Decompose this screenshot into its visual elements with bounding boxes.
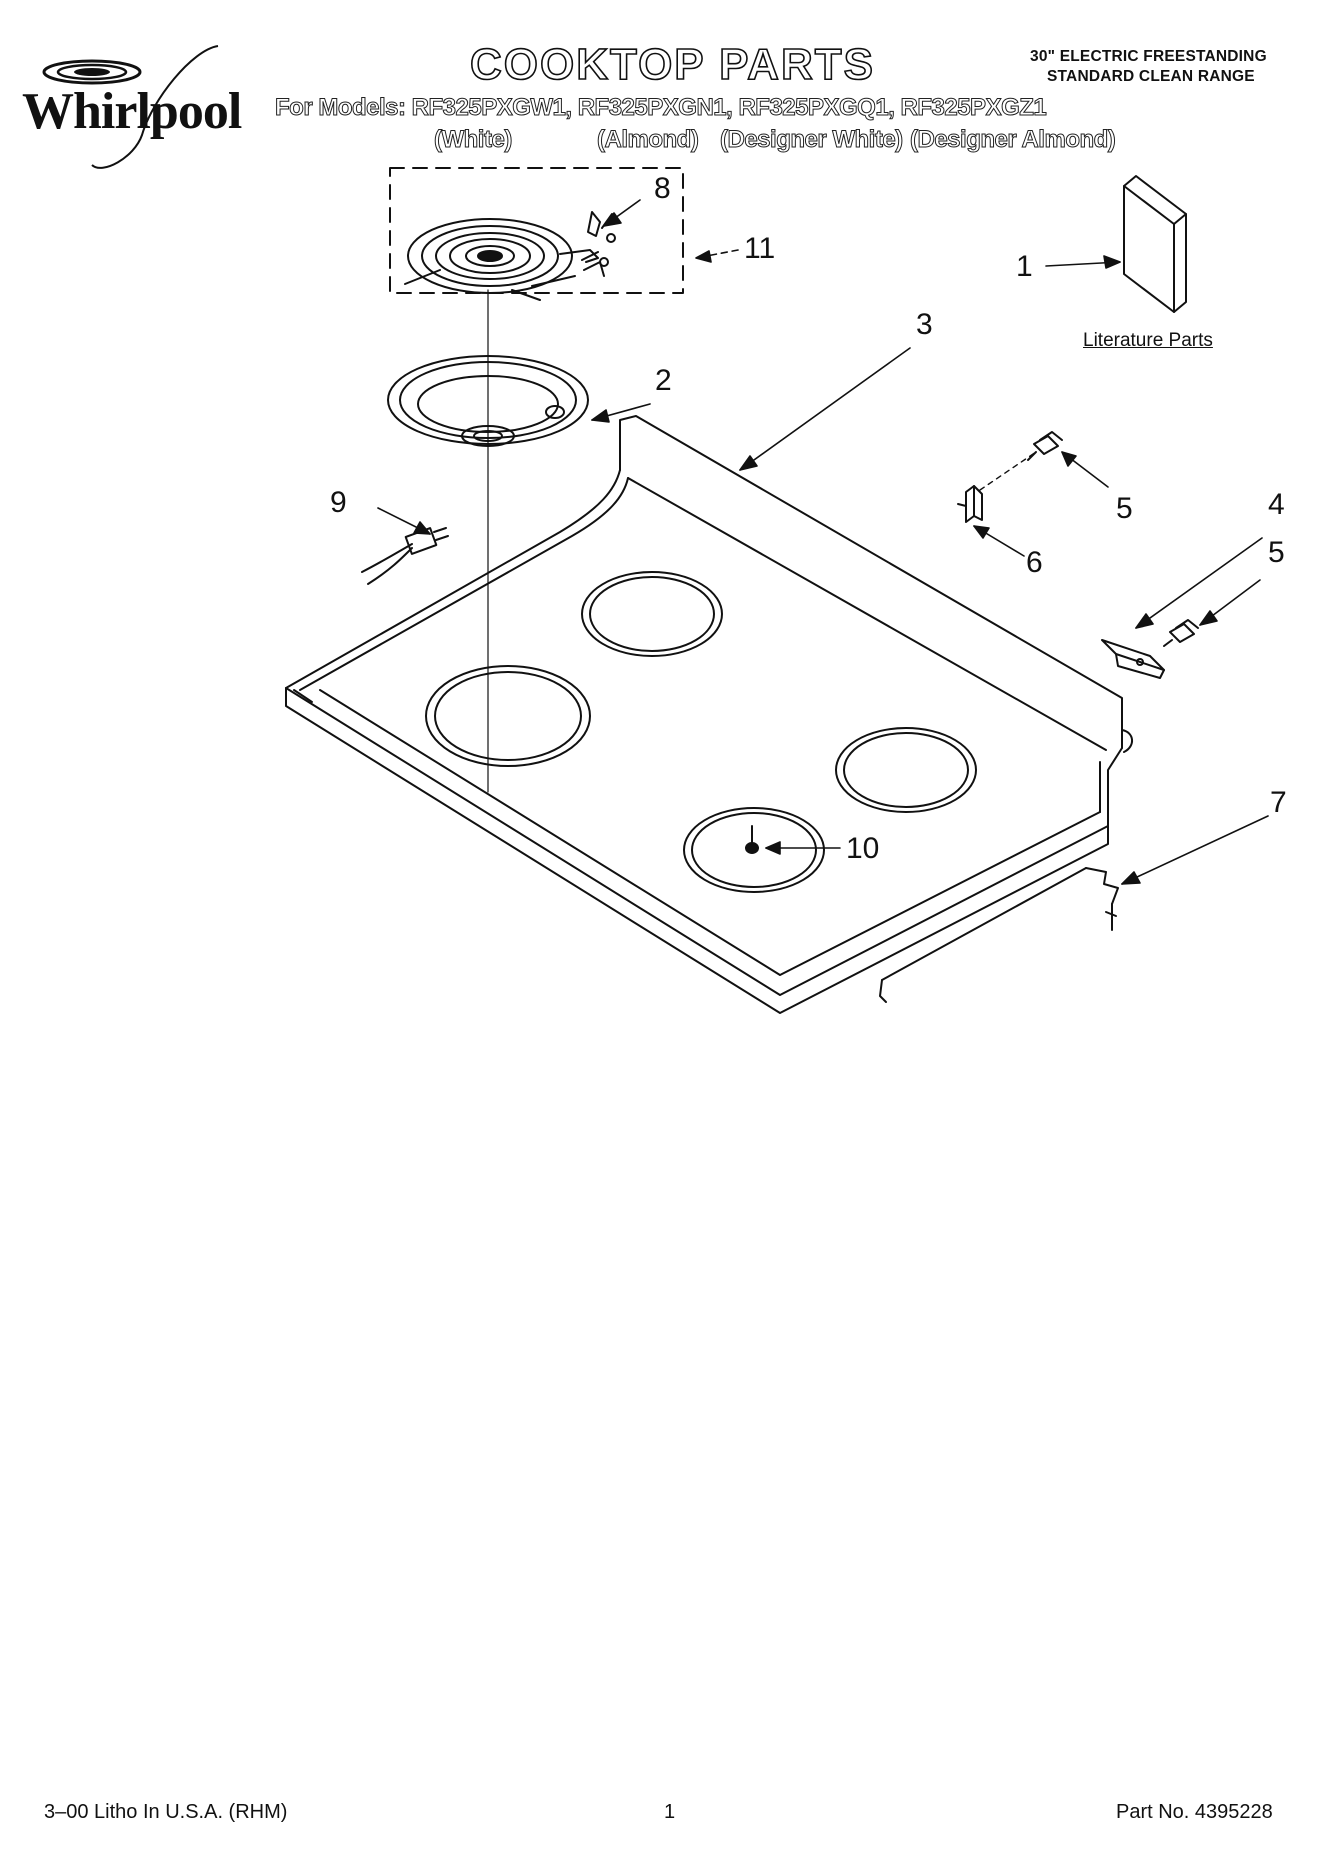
callout-9: 9: [330, 486, 347, 519]
burner-opening-icon: [835, 727, 977, 813]
literature-parts-label: Literature Parts: [1083, 330, 1213, 351]
burner-opening-icon: [683, 807, 825, 893]
callout-3: 3: [916, 308, 933, 341]
litho-note: 3–00 Litho In U.S.A. (RHM): [44, 1801, 288, 1823]
screw-icon: [745, 825, 759, 854]
screw-icon: [1163, 619, 1199, 647]
callout-7: 7: [1270, 786, 1287, 819]
variant-almond: (Almond): [596, 126, 699, 154]
page-number: 1: [664, 1801, 676, 1823]
surface-element-icon: [404, 218, 599, 301]
burner-opening-icon: [581, 571, 723, 657]
rear-strip-icon: [879, 867, 1119, 1003]
terminal-block-icon: [361, 527, 449, 585]
callout-4: 4: [1268, 488, 1285, 521]
literature-parts-icon: [1123, 175, 1187, 313]
variant-designer-almond: (Designer Almond): [909, 126, 1116, 154]
leader-lines: [377, 199, 1269, 885]
brand-name: Whirlpool: [22, 83, 242, 140]
callout-1: 1: [1016, 250, 1033, 283]
whirlpool-logo: Whirlpool: [22, 40, 272, 170]
part-number: Part No. 4395228: [1116, 1801, 1273, 1823]
whirlpool-swirl-icon: [42, 45, 219, 169]
models-line: For Models: RF325PXGW1, RF325PXGN1, RF32…: [274, 94, 1047, 122]
element-assembly-group: [389, 167, 684, 301]
callout-11: 11: [744, 232, 776, 265]
page-title: COOKTOP PARTS: [469, 39, 875, 90]
range-type-line2: STANDARD CLEAN RANGE: [1047, 68, 1255, 85]
callout-10: 10: [846, 832, 880, 865]
callout-5-upper: 5: [1116, 492, 1133, 525]
variant-designer-white: (Designer White): [720, 126, 904, 154]
bracket-icon: [1101, 639, 1165, 679]
burner-opening-icon: [425, 665, 591, 767]
variant-white: (White): [434, 126, 513, 154]
clip-icon: [957, 485, 983, 523]
cooktop-panel-icon: [285, 415, 1133, 1014]
callout-2: 2: [655, 364, 672, 397]
screw-icon: [1027, 431, 1063, 461]
callout-6: 6: [1026, 546, 1043, 579]
range-type-line1: 30" ELECTRIC FREESTANDING: [1030, 48, 1267, 65]
callout-5-lower: 5: [1268, 536, 1285, 569]
callout-8: 8: [654, 172, 671, 205]
